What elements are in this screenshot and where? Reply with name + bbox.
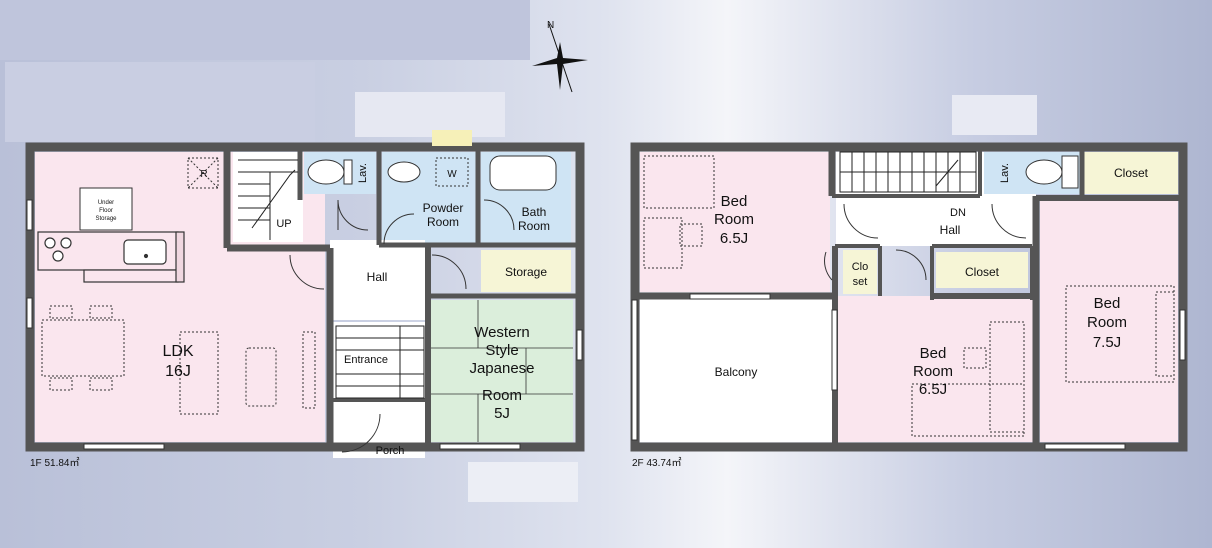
door-swings-2f [824,203,1027,281]
dn-label: DN [950,207,966,219]
washer-box [435,157,469,187]
under-floor-label-2: Floor [99,208,113,214]
toilet-fixture-2f [1025,155,1079,189]
bathtub [489,155,557,191]
bed1-label-3: 6.5J [720,230,748,247]
stove-burner-icon [60,237,72,249]
western-room-label-4: Room [482,387,522,404]
powder-room-label-1: Powder [423,201,464,215]
bed1-label-2: Room [714,211,754,228]
refrigerator-label: R [200,169,207,180]
compass-north-label: N [547,20,554,31]
bed2-label-3: 6.5J [919,381,947,398]
bath-room-label-1: Bath [522,205,547,219]
under-floor-label-3: Storage [95,216,117,222]
closet-top-label: Closet [1114,166,1149,180]
western-room-label-1: Western [474,324,530,341]
kitchen-counter [37,231,185,283]
hall-area [330,240,425,320]
hall-label-2f: Hall [940,223,961,237]
background-patch [952,95,1037,135]
floor-1: Under Floor Storage R W [25,130,585,469]
hall-label-1f: Hall [367,270,388,284]
bed-room-3 [1040,200,1178,442]
door-swings-1f [289,199,515,453]
porch-label: Porch [376,445,405,457]
powder-room-label-2: Room [427,215,459,229]
sink-fixture-1f [387,161,421,183]
bed3-label-3: 7.5J [1093,334,1121,351]
western-room-label-3: Japanese [469,360,534,377]
entrance-steps [335,325,425,399]
lav-label-2f: Lav. [999,163,1011,183]
closet-small-label-1: Clo [852,261,869,273]
under-floor-label-1: Under [98,200,114,206]
closet-mid-label: Closet [965,265,1000,279]
western-room [431,300,573,442]
stairs-1f [238,159,298,240]
windows-2f [631,293,1186,450]
background-patch [0,0,530,60]
windows-1f [26,130,583,450]
stove-burner-icon [44,237,56,249]
bed-furniture [643,155,1175,437]
walls-1f [25,142,585,452]
bed2-label-2: Room [913,363,953,380]
bed2-label-1: Bed [920,345,947,362]
washer-label: W [447,169,457,180]
lav-label-1f: Lav. [357,163,369,183]
entrance-area [333,322,425,402]
closet-mid-room [936,252,1028,288]
floor1-area-label: 1F 51.84㎡ [30,457,79,469]
closet-top-room [1084,152,1178,194]
walls-2f [630,142,1188,452]
closet-small-room [843,250,877,294]
bed3-label-1: Bed [1094,295,1121,312]
background-patch [468,462,578,502]
stairs-2f [839,151,977,193]
dining-table [41,305,125,391]
sofa [179,331,316,415]
compass-star-icon [532,42,588,90]
closet-small-label-2: set [853,276,868,288]
ldk-label: LDK [162,343,193,360]
balcony-label: Balcony [715,365,758,379]
bed-room-2 [838,296,1034,442]
western-room-label-2: Style [485,342,518,359]
bed1-label-1: Bed [721,193,748,210]
toilet-fixture-1f [307,159,353,185]
up-label: UP [276,218,291,230]
compass: N [532,20,588,93]
background-patch [5,62,315,142]
stove-burner-icon [52,250,64,262]
entrance-label: Entrance [344,354,388,366]
background-patch [355,92,505,137]
western-room-label-5: 5J [494,405,510,422]
under-floor-storage-box [79,187,133,231]
storage-room [481,250,571,292]
bath-room-label-2: Room [518,219,550,233]
bed3-label-2: Room [1087,314,1127,331]
storage-label: Storage [505,265,547,279]
stair-area [233,152,303,242]
bed-room-1 [640,152,830,292]
refrigerator-box [187,157,219,189]
ldk-size-label: 16J [165,363,191,380]
floor-2: Bed Room 6.5J DN Hall Lav. Closet Clo se… [630,142,1188,469]
floor2-area-label: 2F 43.74㎡ [632,457,681,469]
balcony-area [640,298,832,442]
tatami-grid [431,300,573,442]
